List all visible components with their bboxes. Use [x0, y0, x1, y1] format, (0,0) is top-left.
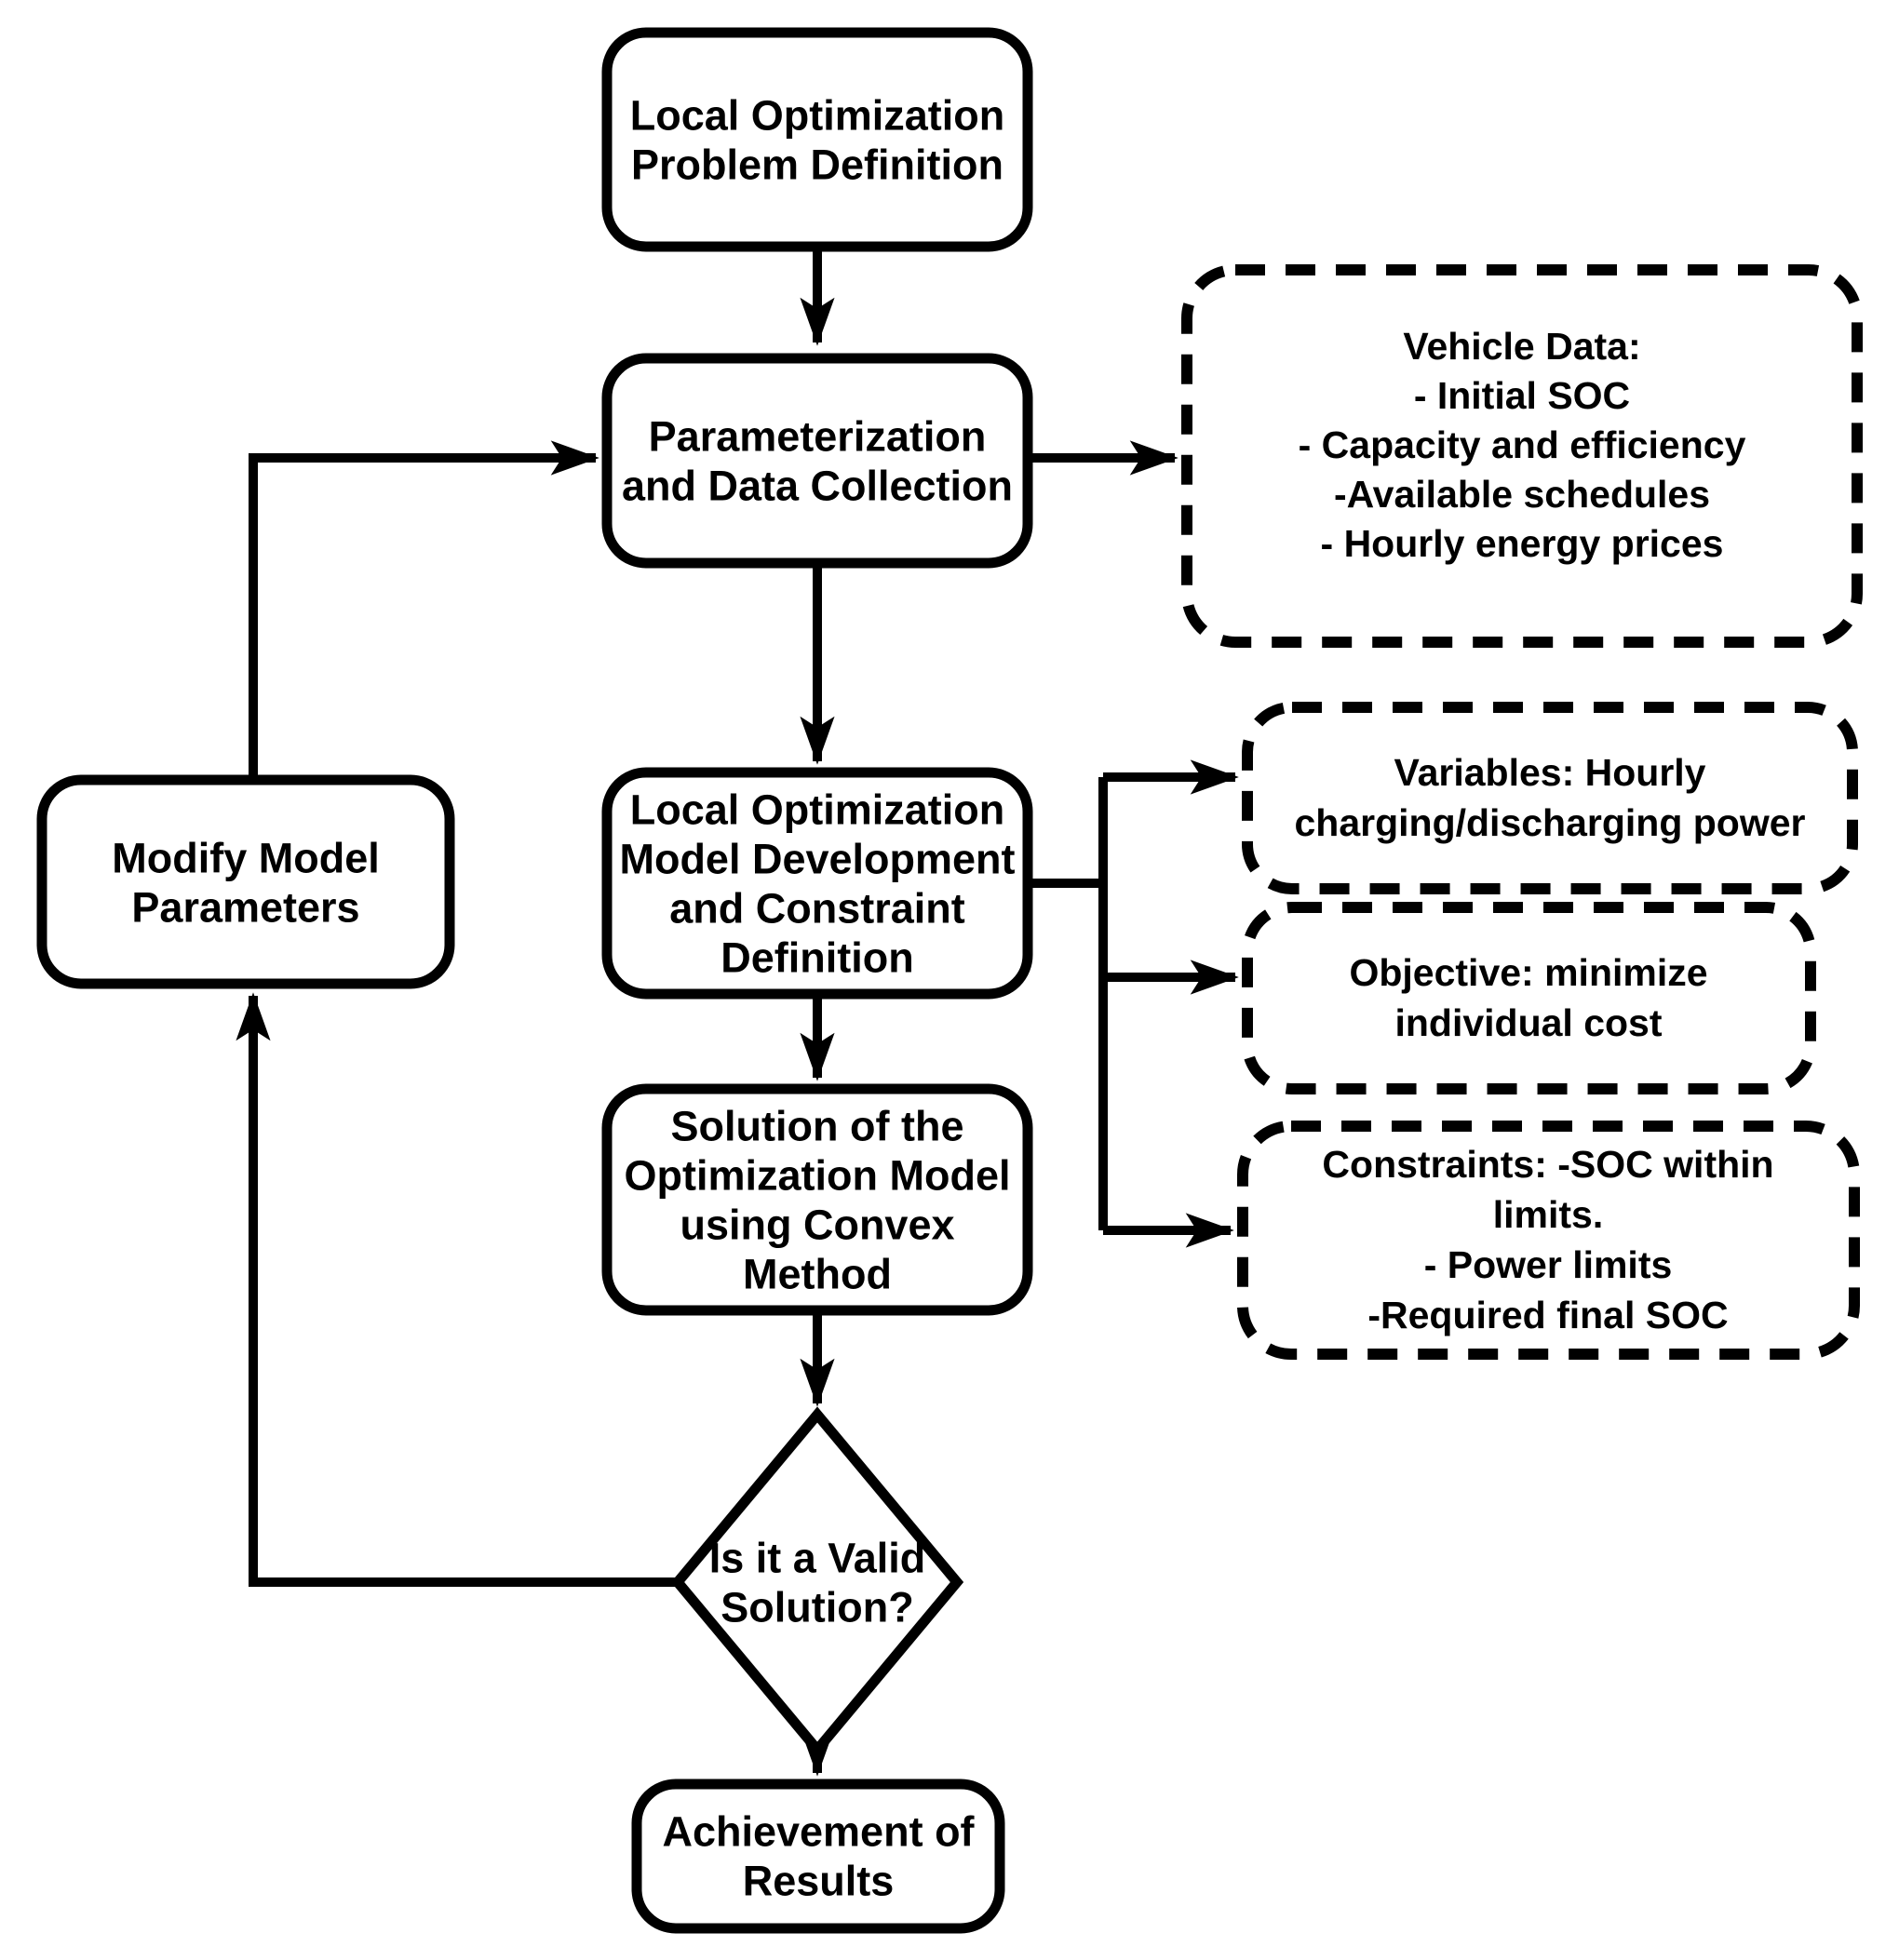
- note-vehicle-data: Vehicle Data:- Initial SOC- Capacity and…: [1181, 264, 1863, 648]
- modify-parameters-box: [36, 774, 455, 989]
- arrow-decision-to-modify: [236, 992, 678, 1587]
- decision-diamond: [670, 1406, 964, 1758]
- solution-box: [601, 1083, 1033, 1316]
- problem-definition-box: [601, 27, 1033, 252]
- variables-box: [1242, 702, 1858, 894]
- arrow-modify-to-parameterization: [249, 440, 599, 780]
- model-development-box: [601, 767, 1033, 1000]
- connectors: [236, 247, 1239, 1777]
- achievement-box: [631, 1779, 1005, 1934]
- constraints-box: [1237, 1121, 1860, 1360]
- parameterization-box: [601, 353, 1033, 569]
- vehicle-data-box: [1181, 264, 1863, 648]
- objective-box: [1242, 902, 1816, 1094]
- vehicle-data-label: Vehicle Data:- Initial SOC- Capacity and…: [1299, 325, 1746, 565]
